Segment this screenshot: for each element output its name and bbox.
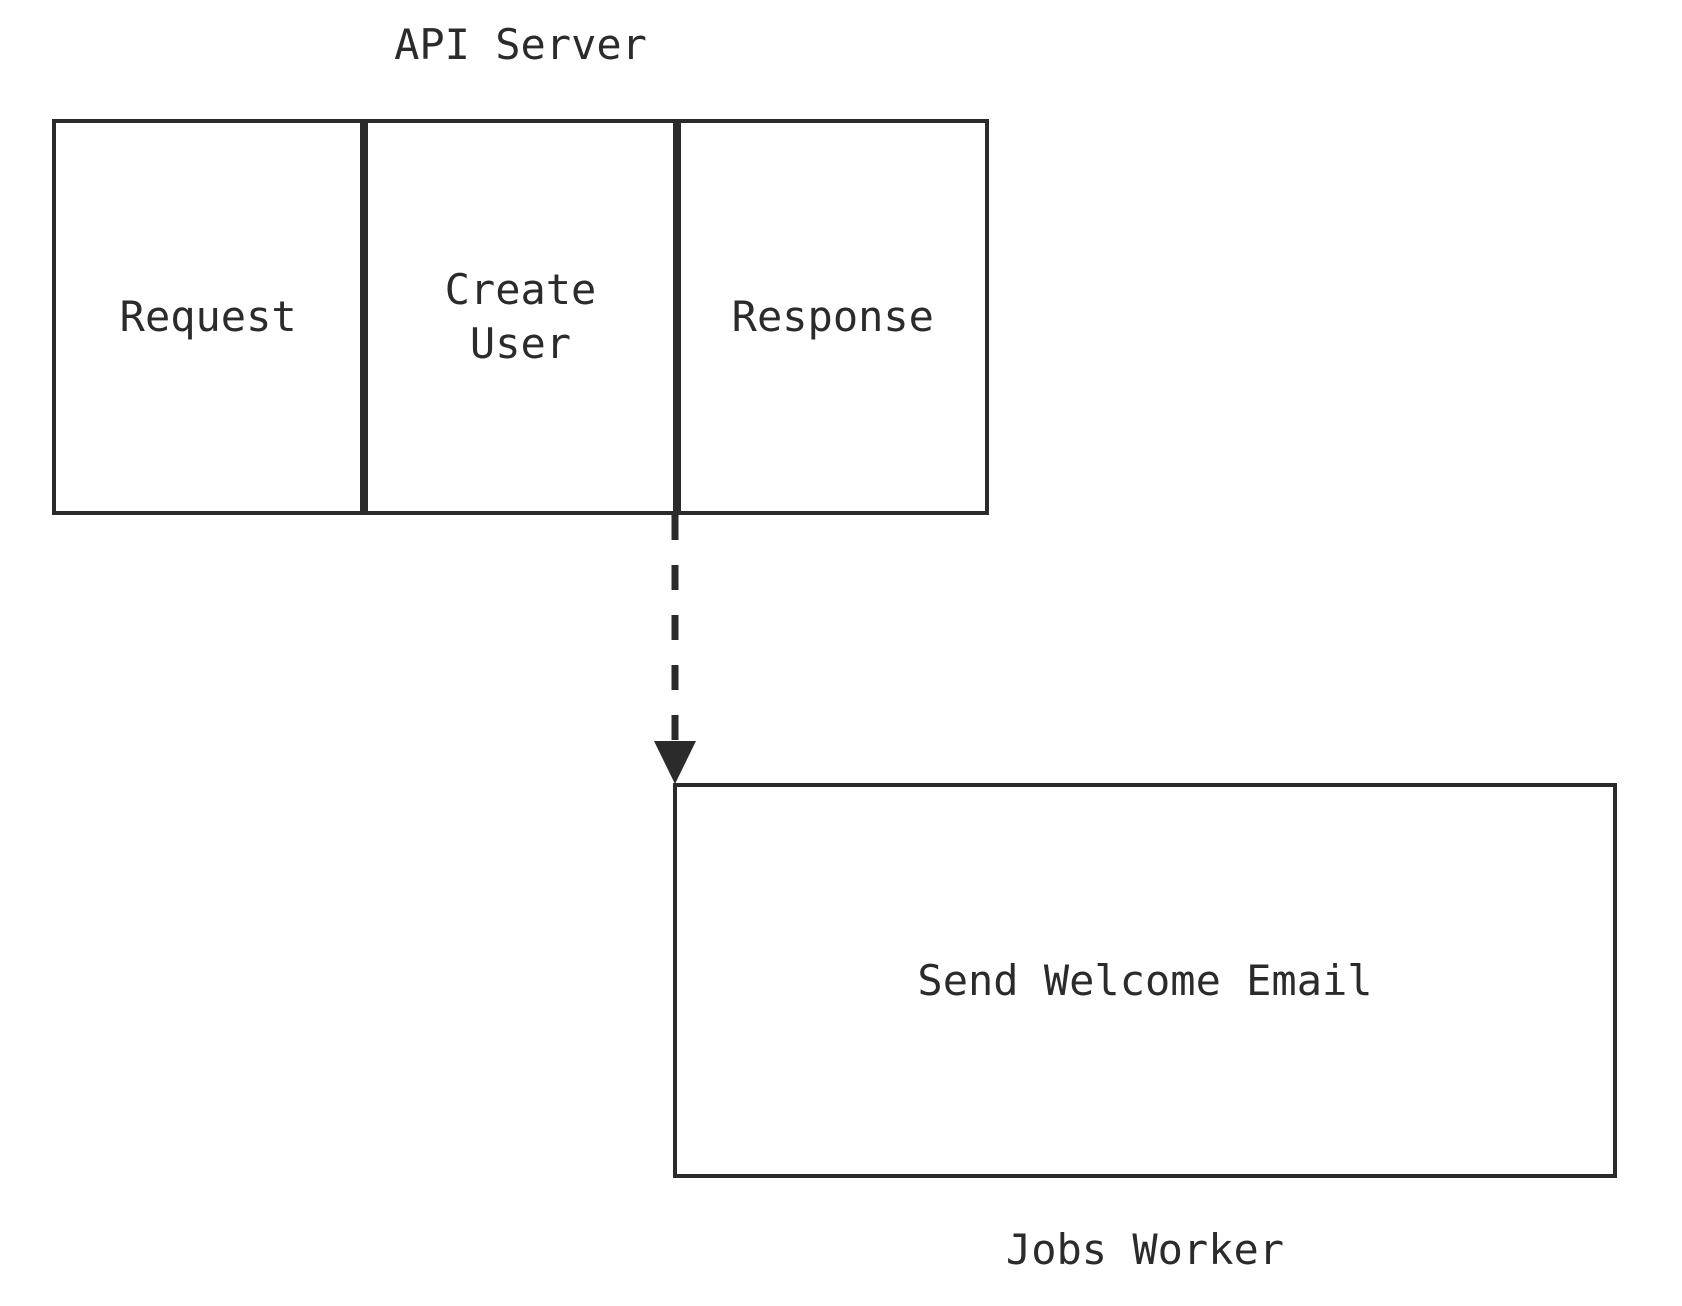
node-request: Request [52, 119, 365, 515]
api-server-group: Request Create User Response [52, 119, 989, 515]
node-create-user: Create User [364, 119, 677, 515]
jobs-worker-group-title: Jobs Worker [1005, 1225, 1285, 1274]
node-request-label: Request [119, 292, 297, 342]
node-create-user-label: Create User [444, 265, 597, 368]
api-server-group-title: API Server [394, 20, 647, 69]
node-send-welcome-email: Send Welcome Email [673, 783, 1617, 1178]
node-response: Response [676, 119, 989, 515]
node-send-welcome-email-label: Send Welcome Email [917, 955, 1373, 1005]
node-response-label: Response [731, 292, 934, 342]
arrowhead-icon [654, 741, 696, 784]
